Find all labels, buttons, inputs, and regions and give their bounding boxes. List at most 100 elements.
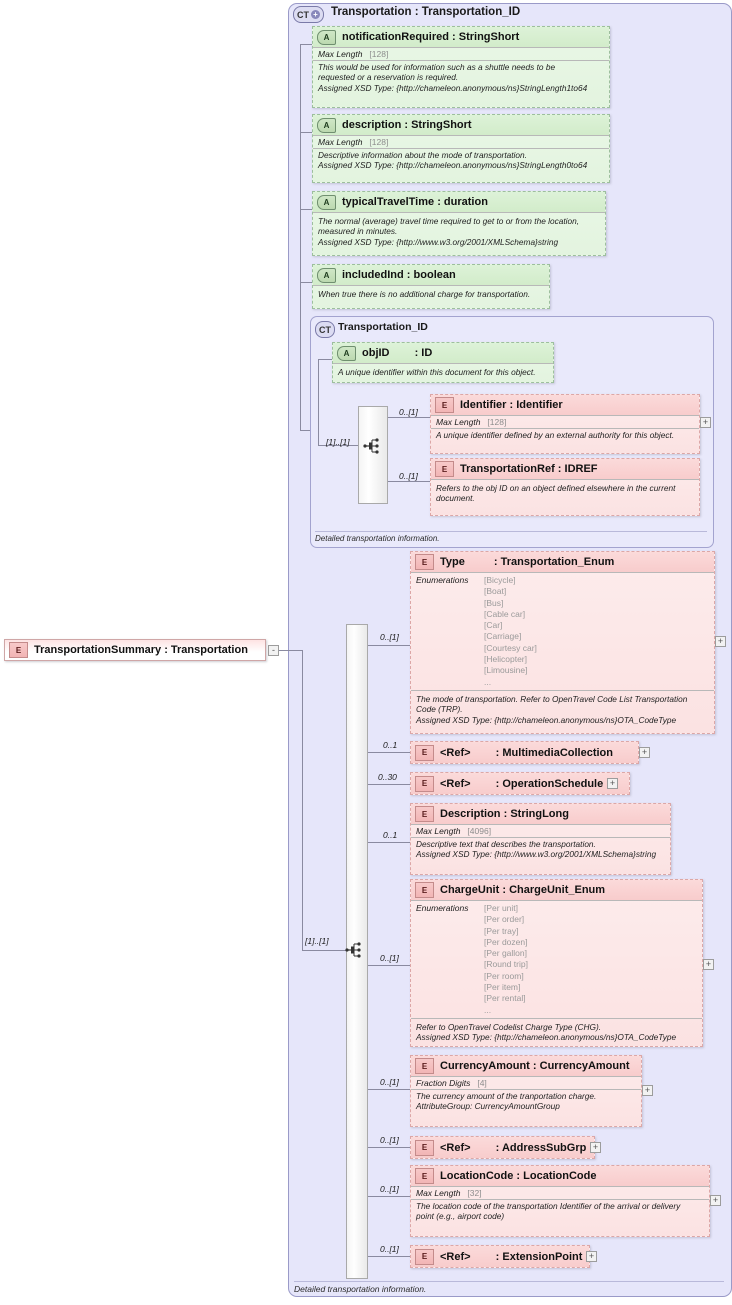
- name-type-separator: :: [516, 1170, 521, 1182]
- element-header: E <Ref> : MultimediaCollection: [411, 742, 638, 763]
- element-type: Identifier: [516, 399, 563, 411]
- collapse-toggle-root[interactable]: -: [268, 645, 279, 656]
- annotation: This would be used for information such …: [313, 61, 609, 95]
- facet-value: [128]: [369, 137, 389, 147]
- attribute-node-objID[interactable]: A objID : ID A unique identifier within …: [332, 342, 554, 383]
- expand-toggle-chargeunit[interactable]: +: [703, 959, 714, 970]
- expand-toggle-operationschedule[interactable]: +: [607, 778, 618, 789]
- facet-value: [4096]: [467, 826, 492, 836]
- element-node-CurrencyAmount[interactable]: E CurrencyAmount : CurrencyAmount Fracti…: [410, 1055, 642, 1127]
- attribute-node-description[interactable]: A description : StringShort Max Length […: [312, 114, 610, 183]
- element-node-Description[interactable]: E Description : StringLong Max Length [4…: [410, 803, 671, 875]
- element-type: LocationCode: [523, 1170, 597, 1182]
- element-node-ChargeUnit[interactable]: E ChargeUnit : ChargeUnit_Enum Enumerati…: [410, 879, 703, 1047]
- element-name: Identifier: [460, 399, 507, 411]
- facet-name: Fraction Digits: [416, 1078, 471, 1088]
- annotation-line: The mode of transportation. Refer to Ope…: [416, 693, 688, 704]
- element-name: LocationCode: [440, 1170, 514, 1182]
- connector-elem-addresssubgrp: [368, 1147, 410, 1148]
- attribute-node-typicalTravelTime[interactable]: A typicalTravelTime : duration The norma…: [312, 191, 606, 256]
- enumeration-item: ...: [484, 676, 492, 687]
- expand-toggle-identifier[interactable]: +: [700, 417, 711, 428]
- expand-toggle-multimedia[interactable]: +: [639, 747, 650, 758]
- name-type-separator: :: [437, 196, 441, 208]
- complextype-badge[interactable]: CT+: [293, 6, 324, 23]
- name-type-separator: :: [509, 399, 514, 411]
- element-header: E <Ref> : ExtensionPoint: [411, 1246, 589, 1267]
- connector-attr-3: [300, 209, 312, 210]
- element-node-ExtensionPoint[interactable]: E <Ref> : ExtensionPoint: [410, 1245, 590, 1268]
- element-name: Type: [440, 556, 465, 568]
- element-node-MultimediaCollection[interactable]: E <Ref> : MultimediaCollection: [410, 741, 639, 764]
- element-badge-icon: E: [415, 806, 434, 822]
- facet-row: Max Length [128]: [313, 47, 609, 61]
- root-element-node[interactable]: E TransportationSummary : Transportation: [4, 639, 266, 661]
- element-name: Description: [440, 808, 501, 820]
- enumeration-item: [Boat]: [484, 586, 507, 597]
- element-node-Identifier[interactable]: E Identifier : Identifier Max Length [12…: [430, 394, 700, 454]
- annotation: The normal (average) travel time require…: [313, 212, 605, 249]
- element-node-LocationCode[interactable]: E LocationCode : LocationCode Max Length…: [410, 1165, 710, 1237]
- annotation: The location code of the transportation …: [411, 1200, 709, 1224]
- enumeration-item: [Bus]: [484, 597, 504, 608]
- complextype-footer: Detailed transportation information.: [294, 1281, 724, 1294]
- annotation-line: This would be used for information such …: [318, 62, 556, 72]
- enumeration-item: [Per order]: [484, 914, 525, 925]
- connector-inner-ct: [300, 430, 310, 431]
- cardinality-extensionpoint: 0..[1]: [380, 1244, 399, 1254]
- complextype-badge-label: CT: [297, 9, 309, 20]
- enumeration-item: ...: [484, 1004, 492, 1015]
- attribute-type: boolean: [413, 269, 456, 281]
- annotation: Descriptive text that describes the tran…: [411, 838, 670, 862]
- element-node-AddressSubGrp[interactable]: E <Ref> : AddressSubGrp: [410, 1136, 595, 1159]
- connector-elem-operationschedule: [368, 784, 410, 785]
- element-node-TransportationRef[interactable]: E TransportationRef : IDREF Refers to th…: [430, 458, 700, 516]
- attribute-badge-icon: A: [317, 29, 336, 45]
- annotation: The currency amount of the tranportation…: [411, 1090, 641, 1114]
- expand-toggle-extensionpoint[interactable]: +: [586, 1251, 597, 1262]
- element-node-OperationSchedule[interactable]: E <Ref> : OperationSchedule: [410, 772, 630, 795]
- expand-plus-icon[interactable]: +: [311, 10, 320, 19]
- element-name: <Ref>: [440, 777, 471, 790]
- element-type: ExtensionPoint: [502, 1250, 583, 1263]
- annotation-line: Code (TRP).: [416, 704, 463, 715]
- expand-toggle-locationcode[interactable]: +: [710, 1195, 721, 1206]
- annotation: The mode of transportation. Refer to Ope…: [411, 689, 714, 727]
- element-type: IDREF: [564, 463, 598, 475]
- expand-toggle-currencyamount[interactable]: +: [642, 1085, 653, 1096]
- name-type-separator: :: [502, 884, 507, 896]
- connector-elem-locationcode: [368, 1196, 410, 1197]
- inner-complextype-badge[interactable]: CT: [315, 321, 335, 338]
- expand-toggle-addresssubgrp[interactable]: +: [590, 1142, 601, 1153]
- element-header: E Identifier : Identifier: [431, 395, 699, 415]
- attribute-type: StringShort: [411, 119, 472, 131]
- sequence-compositor-inner[interactable]: [358, 406, 388, 504]
- annotation-line: requested or a reservation is required.: [318, 72, 459, 83]
- enumeration-item: [Per item]: [484, 982, 521, 993]
- element-header: E ChargeUnit : ChargeUnit_Enum: [411, 880, 702, 900]
- annotation-line: A unique identifier within this document…: [338, 367, 536, 377]
- enumeration-item: [Car]: [484, 620, 503, 631]
- facet-value: [32]: [467, 1188, 482, 1198]
- enumeration-item: [Round trip]: [484, 959, 528, 970]
- cardinality-multimedia: 0..1: [383, 740, 398, 750]
- attribute-node-includedInd[interactable]: A includedInd : boolean When true there …: [312, 264, 550, 309]
- facet-name: Max Length: [416, 1188, 461, 1198]
- annotation: A unique identifier defined by an extern…: [431, 429, 699, 442]
- element-node-Type[interactable]: E Type : Transportation_Enum Enumeration…: [410, 551, 715, 734]
- root-element-label: TransportationSummary : Transportation: [34, 644, 248, 656]
- element-type: CurrencyAmount: [539, 1060, 630, 1072]
- connector-inner-seq: [318, 445, 358, 446]
- cardinality-outer-sequence: [1]..[1]: [305, 936, 329, 946]
- cardinality-locationcode: 0..[1]: [380, 1184, 399, 1194]
- attribute-badge-icon: A: [317, 117, 336, 133]
- attribute-badge-icon: A: [337, 345, 356, 361]
- name-type-separator: :: [557, 463, 562, 475]
- name-type-separator: :: [495, 1141, 500, 1154]
- attribute-node-notificationRequired[interactable]: A notificationRequired : StringShort Max…: [312, 26, 610, 108]
- expand-toggle-type[interactable]: +: [715, 636, 726, 647]
- element-type: Transportation_Enum: [500, 556, 615, 568]
- attribute-header: A includedInd : boolean: [313, 265, 549, 285]
- sequence-icon: [363, 438, 379, 454]
- cardinality-addresssubgrp: 0..[1]: [380, 1135, 399, 1145]
